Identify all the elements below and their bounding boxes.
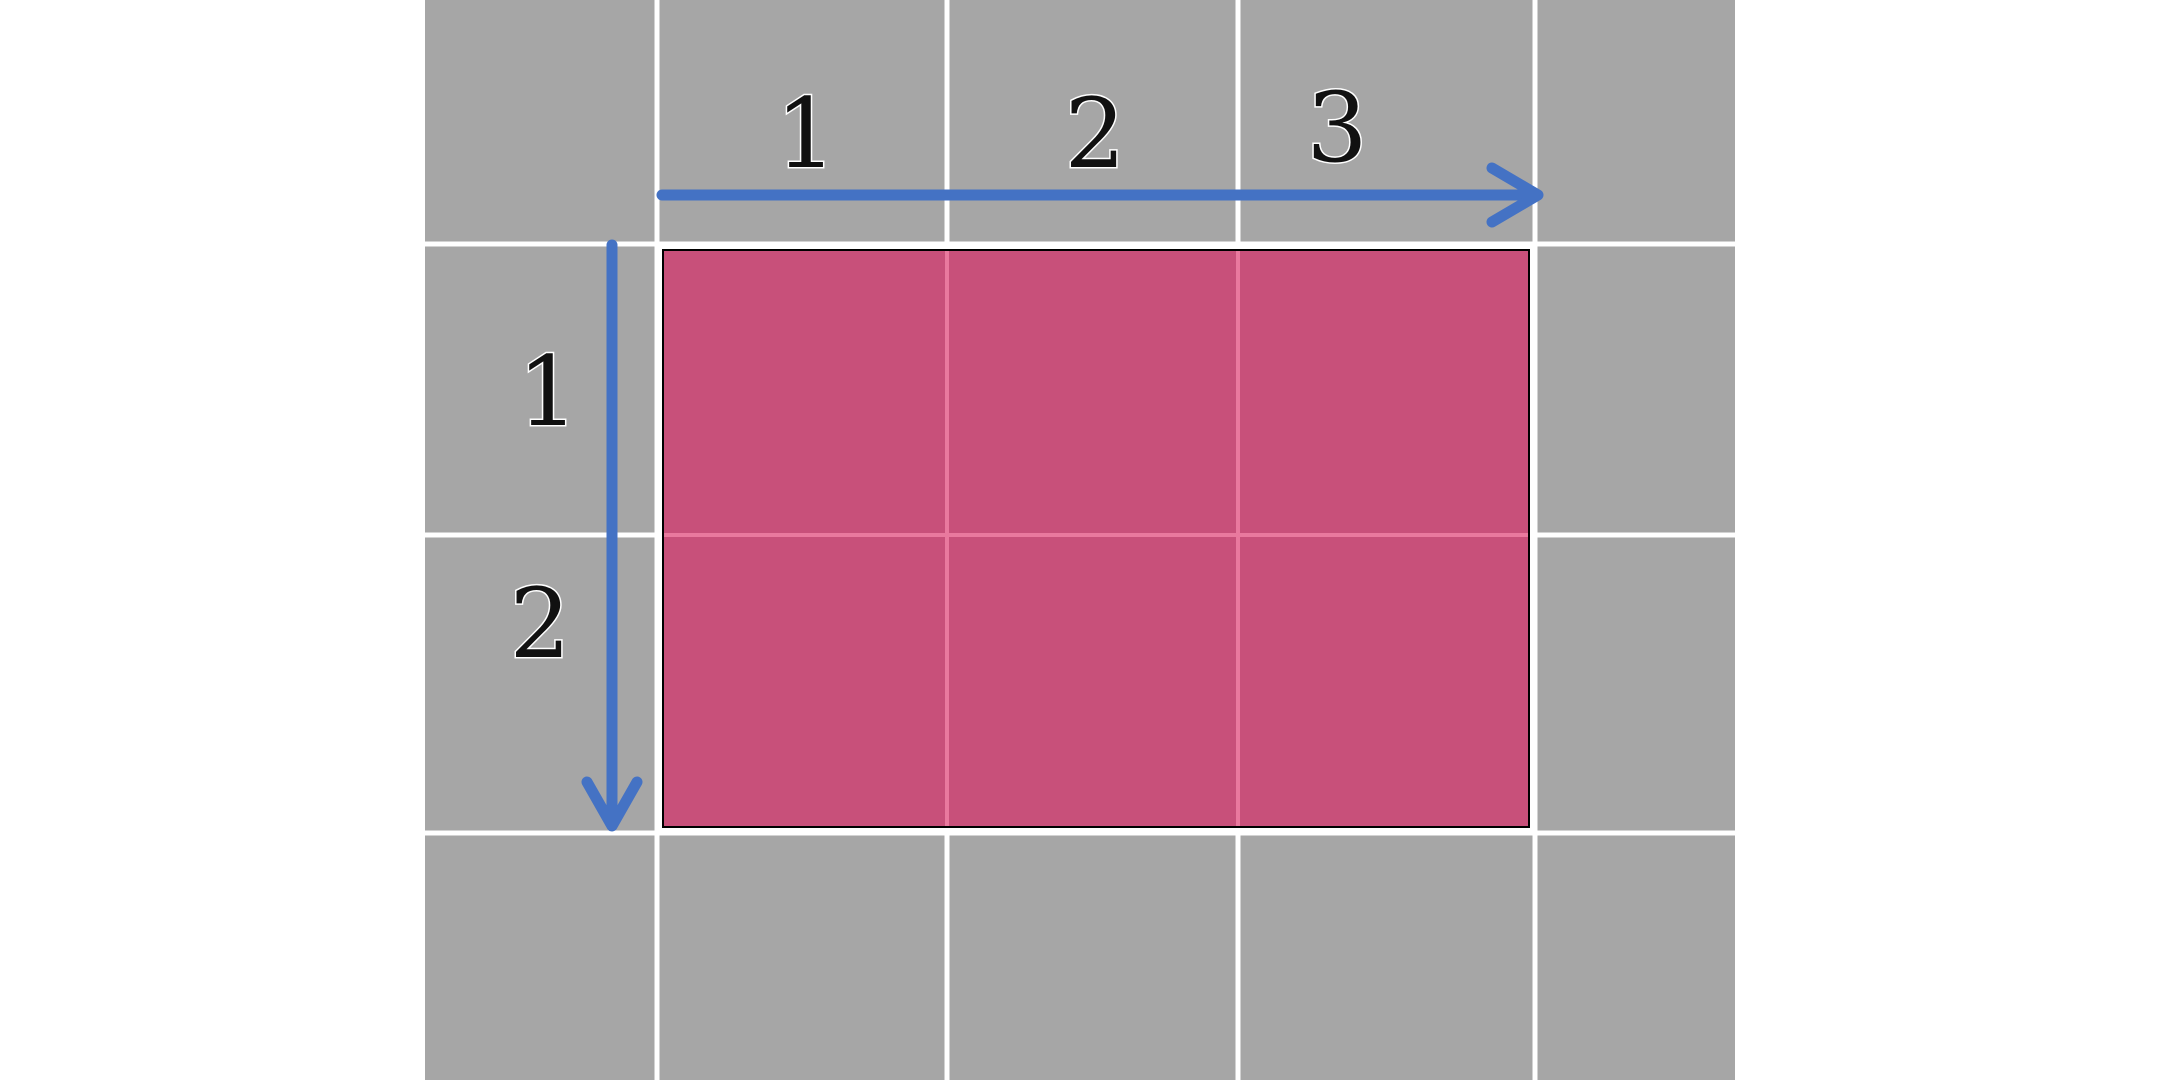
column-label-3: 3 — [1306, 72, 1367, 184]
selection-fill — [662, 249, 1530, 828]
vertical-arrow — [581, 239, 643, 832]
column-label-1: 1 — [775, 78, 836, 190]
row-label-1: 1 — [517, 336, 578, 448]
row-label-2: 2 — [509, 568, 570, 680]
horizontal-arrow — [656, 162, 1544, 228]
column-label-2: 2 — [1064, 78, 1125, 190]
vertical-arrow-head — [581, 776, 643, 832]
selection-layer — [657, 244, 1535, 833]
horizontal-arrow-head — [1486, 162, 1544, 228]
